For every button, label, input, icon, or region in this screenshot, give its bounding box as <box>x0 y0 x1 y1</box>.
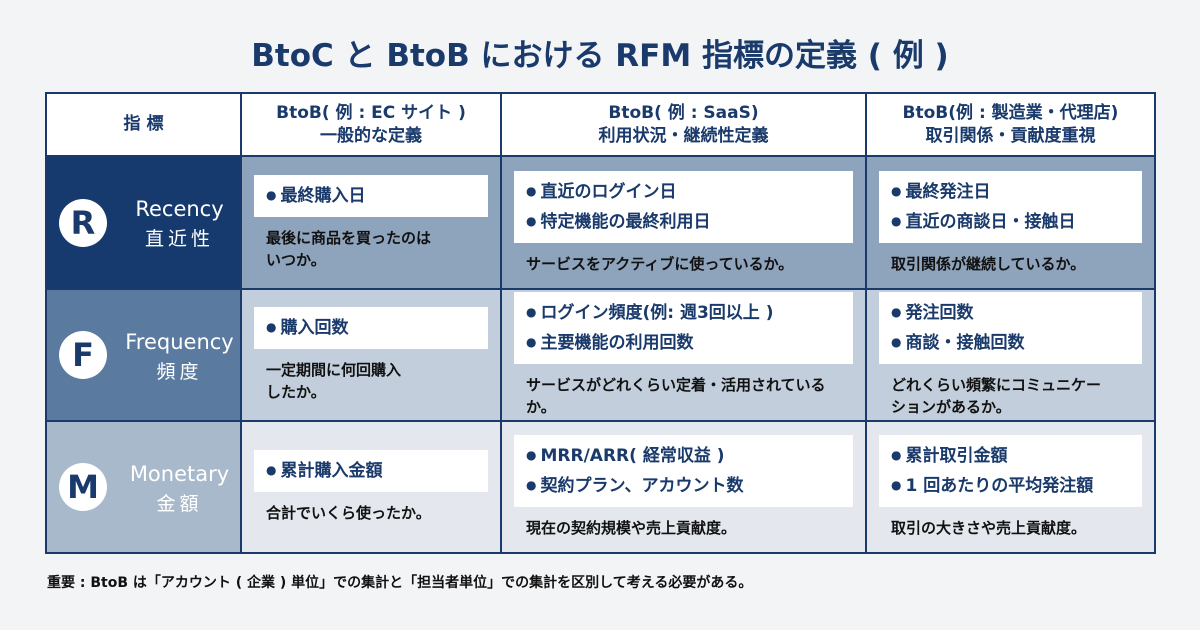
metric-label: M Monetary 金額 <box>45 420 242 554</box>
letter-badge: M <box>59 463 107 511</box>
item-box: 最終購入日 <box>254 174 488 217</box>
item-box: 最終発注日直近の商談日・接触日 <box>879 170 1142 243</box>
item-box: 累計取引金額1 回あたりの平均発注額 <box>879 435 1142 507</box>
definition-cell: MRR/ARR( 経常収益 )契約プラン、アカウント数現在の契約規模や売上貢献度… <box>500 420 867 554</box>
page-title: BtoC と BtoB における RFM 指標の定義 ( 例 ) <box>251 38 949 74</box>
item-box: 購入回数 <box>254 307 488 349</box>
description: 現在の契約規模や売上貢献度。 <box>526 519 737 537</box>
item: ログイン頻度(例: 週3回以上 ) <box>526 298 841 328</box>
description: 合計でいくら使ったか。 <box>266 504 431 522</box>
item: 契約プラン、アカウント数 <box>526 471 841 501</box>
item-box: ログイン頻度(例: 週3回以上 )主要機能の利用回数 <box>514 292 853 364</box>
metric-jp: 直近性 <box>144 228 214 250</box>
metric-jp: 金額 <box>156 492 203 515</box>
definition-cell: ログイン頻度(例: 週3回以上 )主要機能の利用回数サービスがどれくらい定着・活… <box>500 288 867 422</box>
metric-jp: 頻度 <box>156 360 203 383</box>
metric-en: Monetary <box>129 461 230 486</box>
description: どれくらい頻繁にコミュニケー ションがあるか。 <box>891 376 1102 416</box>
header-saas: BtoB( 例 : SaaS) 利用状況・継続性定義 <box>500 92 867 157</box>
item: 主要機能の利用回数 <box>526 328 841 358</box>
item: 直近のログイン日 <box>526 177 841 207</box>
item: 累計取引金額 <box>891 441 1130 471</box>
item: MRR/ARR( 経常収益 ) <box>526 441 841 471</box>
letter-badge: R <box>59 198 107 247</box>
item-box: MRR/ARR( 経常収益 )契約プラン、アカウント数 <box>514 435 853 507</box>
footnote: 重要 : BtoB は「アカウント ( 企業 ) 単位」での集計と「担当者単位」… <box>47 575 753 591</box>
header-metric: 指 標 <box>45 92 242 157</box>
item: 累計購入金額 <box>266 456 476 486</box>
metric-label: F Frequency 頻度 <box>45 288 242 422</box>
table-row: F Frequency 頻度購入回数一定期間に何回購入 したか。ログイン頻度(例… <box>45 288 1156 422</box>
letter-badge: F <box>59 331 107 379</box>
metric-en: Recency <box>135 197 224 221</box>
item-box: 直近のログイン日特定機能の最終利用日 <box>514 170 853 243</box>
item: 発注回数 <box>891 298 1130 328</box>
item: 商談・接触回数 <box>891 328 1130 358</box>
item-box: 累計購入金額 <box>254 450 488 492</box>
description: 取引関係が継続しているか。 <box>891 254 1086 273</box>
description: 一定期間に何回購入 したか。 <box>266 361 402 401</box>
item: 特定機能の最終利用日 <box>526 207 841 237</box>
item-box: 発注回数商談・接触回数 <box>879 292 1142 364</box>
description: サービスをアクティブに使っているか。 <box>526 254 794 273</box>
description: サービスがどれくらい定着・活用されているか。 <box>526 376 826 416</box>
table-row: M Monetary 金額累計購入金額合計でいくら使ったか。MRR/ARR( 経… <box>45 420 1156 554</box>
item: 最終発注日 <box>891 177 1130 207</box>
header-ec: BtoB( 例 : EC サイト ) 一般的な定義 <box>240 92 502 157</box>
item: 最終購入日 <box>266 181 476 211</box>
item: 1 回あたりの平均発注額 <box>891 471 1130 501</box>
description: 取引の大きさや売上貢献度。 <box>891 519 1087 537</box>
metric-en: Frequency <box>125 329 234 354</box>
definition-cell: 直近のログイン日特定機能の最終利用日サービスをアクティブに使っているか。 <box>500 155 867 290</box>
description: 最後に商品を買ったのは いつか。 <box>266 228 432 269</box>
table-row: R Recency 直近性最終購入日最後に商品を買ったのは いつか。直近のログイ… <box>45 155 1156 290</box>
header-manufacturing: BtoB(例 : 製造業・代理店) 取引関係・貢献度重視 <box>865 92 1156 157</box>
item: 直近の商談日・接触日 <box>891 207 1130 237</box>
rfm-table: 指 標 BtoB( 例 : EC サイト ) 一般的な定義 BtoB( 例 : … <box>45 92 1156 554</box>
item: 購入回数 <box>266 313 476 343</box>
metric-label: R Recency 直近性 <box>45 155 242 290</box>
